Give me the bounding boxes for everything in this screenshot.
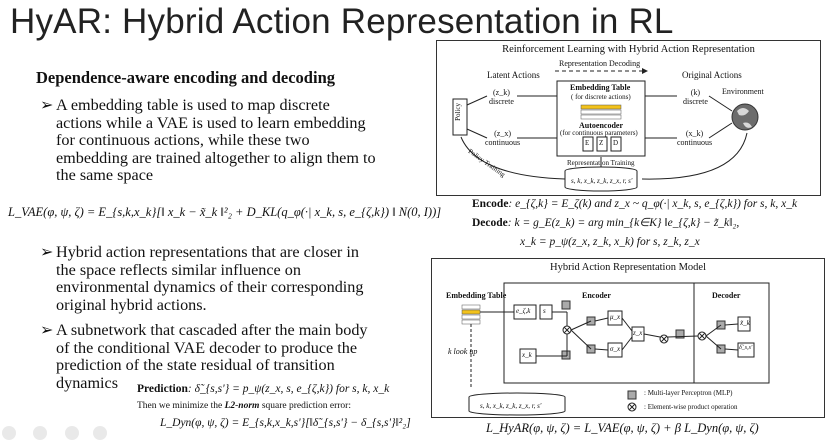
bullet-line: for continuous actions, while these two xyxy=(56,131,310,149)
ae-latent-block xyxy=(596,136,608,152)
bullet-line: environmental dynamics of their correspo… xyxy=(56,278,364,296)
embedding-table-label: Embedding Table xyxy=(446,291,507,300)
decoder-frame xyxy=(693,282,770,384)
bullet-arrow-icon: ➢ xyxy=(40,96,54,114)
e-node-label: e_ζ,k xyxy=(516,307,531,315)
section-heading: Dependence-aware encoding and decoding xyxy=(36,68,335,87)
ae-d-label: D xyxy=(613,139,619,147)
note-prefix: Then we minimize the xyxy=(137,401,225,411)
hybrid-model-diagram xyxy=(461,282,770,416)
k-look-up-label: k look up xyxy=(448,347,478,356)
bullet-subnetwork: ➢ A subnetwork that cascaded after the m… xyxy=(40,321,440,394)
mlp-legend-icon xyxy=(627,390,637,400)
buffer-label: s, k, x_k, z_k, z_x, r, s' xyxy=(571,177,633,185)
bullet-line: prediction of the state residual of tran… xyxy=(56,356,335,374)
representation-decoding-label: Representation Decoding xyxy=(559,59,641,68)
hybrid-model-figure: Hybrid Action Representation Model xyxy=(431,258,825,418)
note-bold: L2-norm xyxy=(224,401,260,411)
representation-training-label: Representation Training xyxy=(567,159,635,167)
delta-node-label: δ̃_s,s' xyxy=(739,345,753,351)
bullet-line: embedding are trained altogether to alig… xyxy=(56,148,376,167)
prediction-label: Prediction xyxy=(137,383,188,395)
environment-label: Environment xyxy=(722,87,764,96)
embedding-table-label: Embedding Table xyxy=(570,83,631,92)
rl-hybrid-diagram xyxy=(452,68,759,192)
bullet-line: actions while a VAE is used to learn emb… xyxy=(56,113,366,132)
bullet-line: of the conditional VAE decoder to produc… xyxy=(56,338,358,357)
xk-node-label: x_k xyxy=(522,351,532,359)
embedding-row xyxy=(580,109,622,115)
bullet-text: Hybrid action representations that are c… xyxy=(56,243,364,314)
bullet-line: the same space xyxy=(56,166,154,184)
original-actions-label: Original Actions xyxy=(682,70,742,80)
embedding-table-sub: ( for discrete actions) xyxy=(571,93,631,101)
bullet-arrow-icon: ➢ xyxy=(40,243,54,261)
sigma-node-label: σ_x xyxy=(610,345,621,353)
slide-title: HyAR: Hybrid Action Representation in RL xyxy=(10,2,674,41)
zx-node-label: z_x xyxy=(633,329,643,337)
latent-actions-label: Latent Actions xyxy=(487,70,540,80)
policy-label: Policy xyxy=(454,103,462,121)
bullet-text: A embedding table is used to map discret… xyxy=(56,96,376,185)
decode-equation: Decode: k = g_E(z_k) = arg min_{k∈K} ‖e_… xyxy=(472,215,739,229)
ae-encoder-block xyxy=(582,136,594,152)
encode-equation: Encode: e_{ζ,k} = E_ζ(k) and z_x ~ q_φ(·… xyxy=(472,198,797,210)
decoder-label: Decoder xyxy=(712,291,741,300)
zx-continuous-label: (z_x)continuous xyxy=(485,129,521,147)
bullet-line: original hybrid actions. xyxy=(56,295,207,314)
vae-loss-equation: L_VAE(φ, ψ, ζ) = E_{s,k,x_k}[‖ x_k − x̃_… xyxy=(8,205,442,219)
slide-nav-dots xyxy=(2,426,107,440)
note-suffix: square prediction error: xyxy=(259,401,351,411)
bullet-line: the space reflects similar influence on xyxy=(56,260,301,279)
bullet-line: A embedding table is used to map discret… xyxy=(56,96,330,114)
autoencoder-sub: (for continuous parameters) xyxy=(560,129,638,137)
prediction-formula: : δ̃_{s,s'} = p_ψ(z_x, s, e_{ζ,k}) for s… xyxy=(187,383,390,395)
autoencoder-label: Autoencoder xyxy=(579,121,623,130)
encoder-label: Encoder xyxy=(582,291,611,300)
embedding-row xyxy=(580,114,622,120)
encode-label: Encode xyxy=(472,198,509,210)
bullet-embedding: ➢ A embedding table is used to map discr… xyxy=(40,96,440,187)
hyar-loss-equation: L_HyAR(φ, ψ, ζ) = L_VAE(φ, ψ, ζ) + β L_D… xyxy=(486,421,759,435)
buffer-label: s, k, x_k, z_k, z_x, r, s' xyxy=(480,402,542,410)
s-node xyxy=(539,304,553,320)
s-node-label: s xyxy=(543,307,546,315)
decode-equation-line2: x_k = p_ψ(z_x, z_k, x_k) for s, z_k, z_x xyxy=(520,236,700,248)
embedding-row-selected xyxy=(461,309,481,315)
policy-box xyxy=(452,98,468,136)
decode-formula: : k = g_E(z_k) = arg min_{k∈K} ‖e_{ζ,k} … xyxy=(507,217,740,229)
zk-discrete-label: (z_k)discrete xyxy=(489,88,514,106)
ae-decoder-block xyxy=(610,136,622,152)
bullet-line: A subnetwork that cascaded after the mai… xyxy=(56,321,368,339)
prediction-line: Prediction: δ̃_{s,s'} = p_ψ(z_x, s, e_{ζ… xyxy=(137,383,389,395)
rl-hybrid-figure: Reinforcement Learning with Hybrid Actio… xyxy=(436,40,821,196)
product-legend-label: : Element-wise product operation xyxy=(644,403,738,411)
decode-label: Decode xyxy=(472,217,508,229)
mu-node-label: μ_x xyxy=(610,313,621,321)
bullet-line: Hybrid action representations that are c… xyxy=(56,243,359,261)
ae-z-label: Z xyxy=(599,139,604,147)
ae-e-label: E xyxy=(585,139,590,147)
embedding-row xyxy=(580,104,622,110)
xk-out-node-label: x̃_k xyxy=(740,319,750,327)
bullet-representation: ➢ Hybrid action representations that are… xyxy=(40,243,440,316)
encode-formula: : e_{ζ,k} = E_ζ(k) and z_x ~ q_φ(·| x_k,… xyxy=(508,198,798,210)
bullet-text: A subnetwork that cascaded after the mai… xyxy=(56,321,368,392)
figure-title: Hybrid Action Representation Model xyxy=(549,262,706,273)
dyn-loss-equation: L_Dyn(φ, ψ, ζ) = E_{s,k,x_k,s'}[‖δ̃_{s,s… xyxy=(160,417,411,429)
bullet-line: dynamics xyxy=(56,373,119,392)
k-discrete-label: (k)discrete xyxy=(683,88,708,106)
prediction-note: Then we minimize the L2-norm square pred… xyxy=(137,401,351,411)
xk-continuous-label: (x_k)continuous xyxy=(677,129,713,147)
bullet-arrow-icon: ➢ xyxy=(40,321,54,339)
mlp-legend-label: : Multi-layer Perceptron (MLP) xyxy=(644,389,733,397)
figure-title: Reinforcement Learning with Hybrid Actio… xyxy=(502,44,755,55)
